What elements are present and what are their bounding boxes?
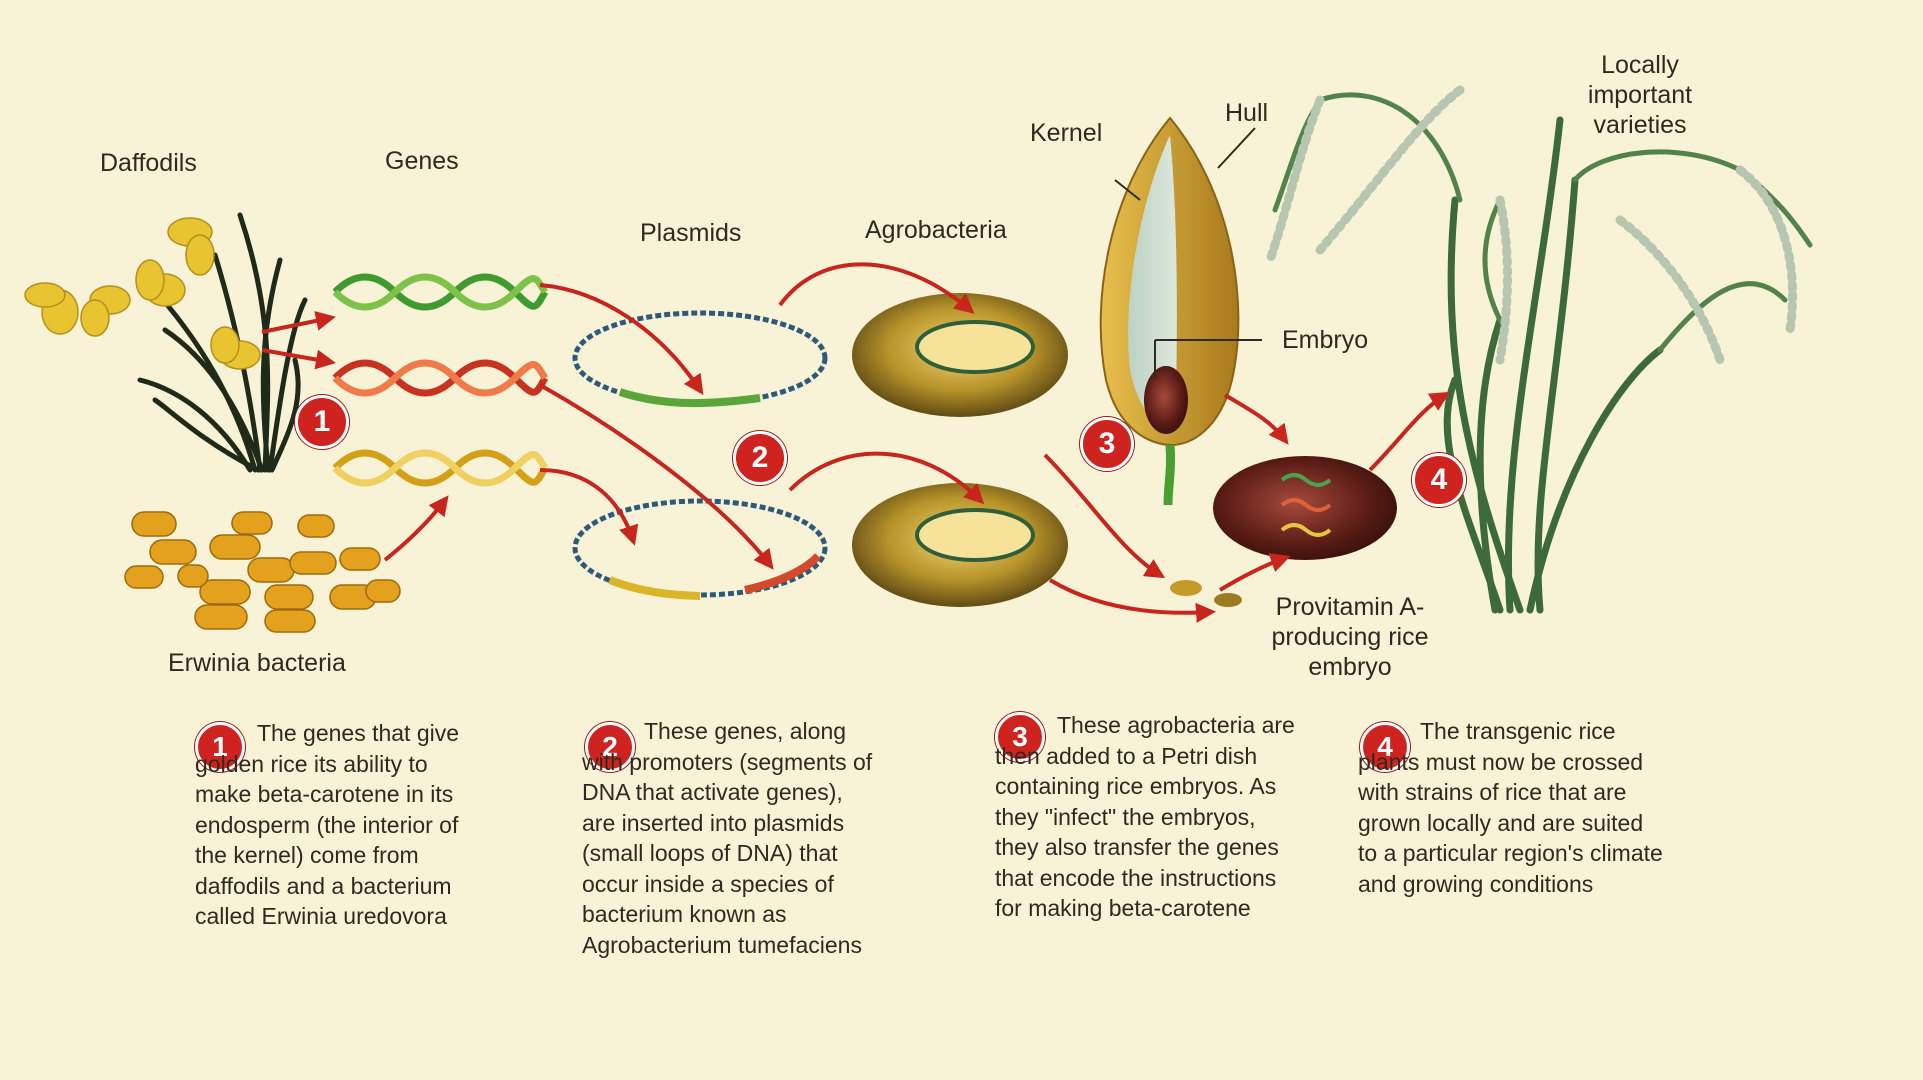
step-3-badge-diagram: 3 bbox=[1080, 417, 1134, 471]
gene-helix-red bbox=[332, 359, 549, 397]
label-locally-important-varieties: Locally important varieties bbox=[1587, 51, 1693, 139]
label-erwinia-bacteria: Erwinia bacteria bbox=[168, 649, 346, 677]
step-1-text: The genes that give golden rice its abil… bbox=[195, 720, 460, 929]
step-1-description: The genes that give golden rice its abil… bbox=[195, 718, 465, 932]
step-4-description: The transgenic rice plants must now be c… bbox=[1358, 716, 1668, 899]
label-embryo: Embryo bbox=[1282, 326, 1369, 354]
step-2-badge-diagram: 2 bbox=[733, 431, 787, 485]
step-3-text: These agrobacteria are then added to a P… bbox=[995, 712, 1295, 921]
gene-helix-yellow bbox=[332, 449, 549, 487]
gene-helix-green bbox=[332, 273, 549, 311]
daffodils-illustration bbox=[24, 212, 308, 473]
process-arrows bbox=[261, 262, 1451, 623]
step-1-badge: 1 bbox=[195, 722, 245, 772]
agrobacterium-upper bbox=[852, 293, 1068, 417]
step-4-badge-diagram: 4 bbox=[1412, 453, 1466, 507]
label-agrobacteria: Agrobacteria bbox=[865, 216, 1007, 244]
rice-grain-illustration bbox=[1099, 116, 1262, 506]
label-provitamin-embryo: Provitamin A-producing rice embryo bbox=[1271, 593, 1429, 681]
plasmid-upper bbox=[572, 310, 828, 408]
rice-plants-illustration bbox=[1265, 85, 1813, 614]
label-kernel: Kernel bbox=[1030, 119, 1103, 147]
step-2-text: These genes, along with promoters (segme… bbox=[582, 718, 873, 958]
step-2-badge: 2 bbox=[585, 722, 635, 772]
step-3-description: These agrobacteria are then added to a P… bbox=[995, 710, 1305, 924]
label-daffodils: Daffodils bbox=[100, 149, 197, 177]
erwinia-bacteria-illustration bbox=[124, 511, 401, 633]
label-plasmids: Plasmids bbox=[640, 219, 742, 247]
agrobacterium-lower bbox=[852, 483, 1068, 607]
plasmid-lower bbox=[572, 498, 828, 600]
provitamin-embryo-illustration bbox=[1170, 456, 1397, 607]
label-genes: Genes bbox=[385, 147, 459, 175]
label-hull: Hull bbox=[1225, 99, 1269, 127]
step-3-badge: 3 bbox=[995, 712, 1045, 762]
step-4-text: The transgenic rice plants must now be c… bbox=[1358, 718, 1663, 897]
step-2-description: These genes, along with promoters (segme… bbox=[582, 716, 882, 960]
step-4-badge: 4 bbox=[1360, 722, 1410, 772]
step-1-badge-diagram: 1 bbox=[295, 395, 349, 449]
